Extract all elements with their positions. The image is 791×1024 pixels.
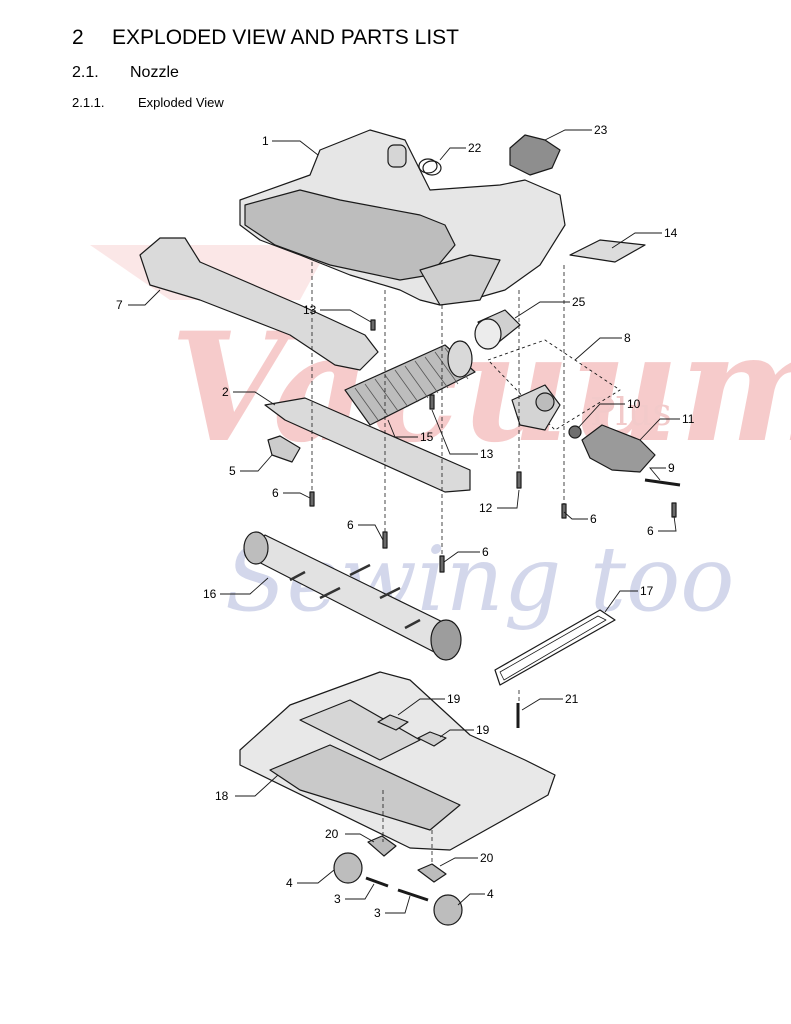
part-17-belt xyxy=(494,609,616,686)
callout-19a: 19 xyxy=(447,692,461,706)
callout-12: 12 xyxy=(479,501,493,515)
part-23-pedal xyxy=(509,134,561,176)
alignment-lines xyxy=(311,262,565,864)
part-20-tab-a xyxy=(367,835,397,857)
subsubsection-title: Exploded View xyxy=(138,95,224,110)
part-3-axle-a xyxy=(365,876,389,888)
part-11-switch xyxy=(581,424,656,473)
part-1-hood xyxy=(239,129,566,306)
callout-13b: 13 xyxy=(480,447,494,461)
part-18-base xyxy=(239,671,556,851)
section-title: EXPLODED VIEW AND PARTS LIST xyxy=(112,26,459,49)
callout-17: 17 xyxy=(640,584,654,598)
callout-6b: 6 xyxy=(590,512,597,526)
callout-4a: 4 xyxy=(286,876,293,890)
part-8-bracket xyxy=(487,339,621,431)
callout-11: 11 xyxy=(682,412,695,426)
part-16-brush-roll xyxy=(243,531,462,661)
callout-3a: 3 xyxy=(334,892,341,906)
part-25-sleeve xyxy=(474,309,521,350)
callout-labels: 1 22 23 14 7 13 25 8 2 15 13 10 11 5 9 6… xyxy=(116,123,695,920)
subsection-title: Nozzle xyxy=(130,64,179,81)
callout-15: 15 xyxy=(420,430,434,444)
callout-20a: 20 xyxy=(325,827,339,841)
part-5-clip xyxy=(267,435,301,463)
callout-14: 14 xyxy=(664,226,678,240)
callout-3b: 3 xyxy=(374,906,381,920)
callout-4b: 4 xyxy=(487,887,494,901)
callout-6e: 6 xyxy=(482,545,489,559)
callout-2: 2 xyxy=(222,385,229,399)
subsection-heading: 2.1. Nozzle xyxy=(72,64,179,82)
part-10-gear xyxy=(568,425,582,439)
part-9-pin xyxy=(644,478,681,487)
part-4-wheel-b xyxy=(433,894,463,926)
callout-9: 9 xyxy=(668,461,675,475)
part-19-tab-a xyxy=(377,714,409,731)
part-19-tab-b xyxy=(417,731,447,747)
callout-8: 8 xyxy=(624,331,631,345)
section-heading: 2 EXPLODED VIEW AND PARTS LIST xyxy=(72,26,459,50)
callout-6d: 6 xyxy=(647,524,654,538)
callout-19b: 19 xyxy=(476,723,490,737)
callout-18: 18 xyxy=(215,789,229,803)
part-3-axle-b xyxy=(397,888,429,902)
callout-6a: 6 xyxy=(272,486,279,500)
subsubsection-heading: 2.1.1. Exploded View xyxy=(72,95,224,110)
callout-20b: 20 xyxy=(480,851,494,865)
callout-23: 23 xyxy=(594,123,608,137)
part-7-bumper xyxy=(139,237,379,371)
part-15-hose xyxy=(344,340,476,426)
part-22-spring xyxy=(418,158,442,176)
part-2-plate xyxy=(264,397,471,493)
callout-5: 5 xyxy=(229,464,236,478)
callout-21: 21 xyxy=(565,692,579,706)
callout-10: 10 xyxy=(627,397,641,411)
callout-25: 25 xyxy=(572,295,586,309)
leader-lines xyxy=(128,129,680,914)
subsubsection-number: 2.1.1. xyxy=(72,95,105,110)
callout-13a: 13 xyxy=(303,303,317,317)
callout-6c: 6 xyxy=(347,518,354,532)
callout-1: 1 xyxy=(262,134,269,148)
part-4-wheel-a xyxy=(333,852,363,884)
part-14-pad xyxy=(569,239,646,263)
subsection-number: 2.1. xyxy=(72,64,99,81)
callout-16: 16 xyxy=(203,587,217,601)
part-20-tab-b xyxy=(417,863,447,883)
section-number: 2 xyxy=(72,26,84,49)
screws xyxy=(309,319,677,573)
callout-22: 22 xyxy=(468,141,482,155)
callout-7: 7 xyxy=(116,298,123,312)
